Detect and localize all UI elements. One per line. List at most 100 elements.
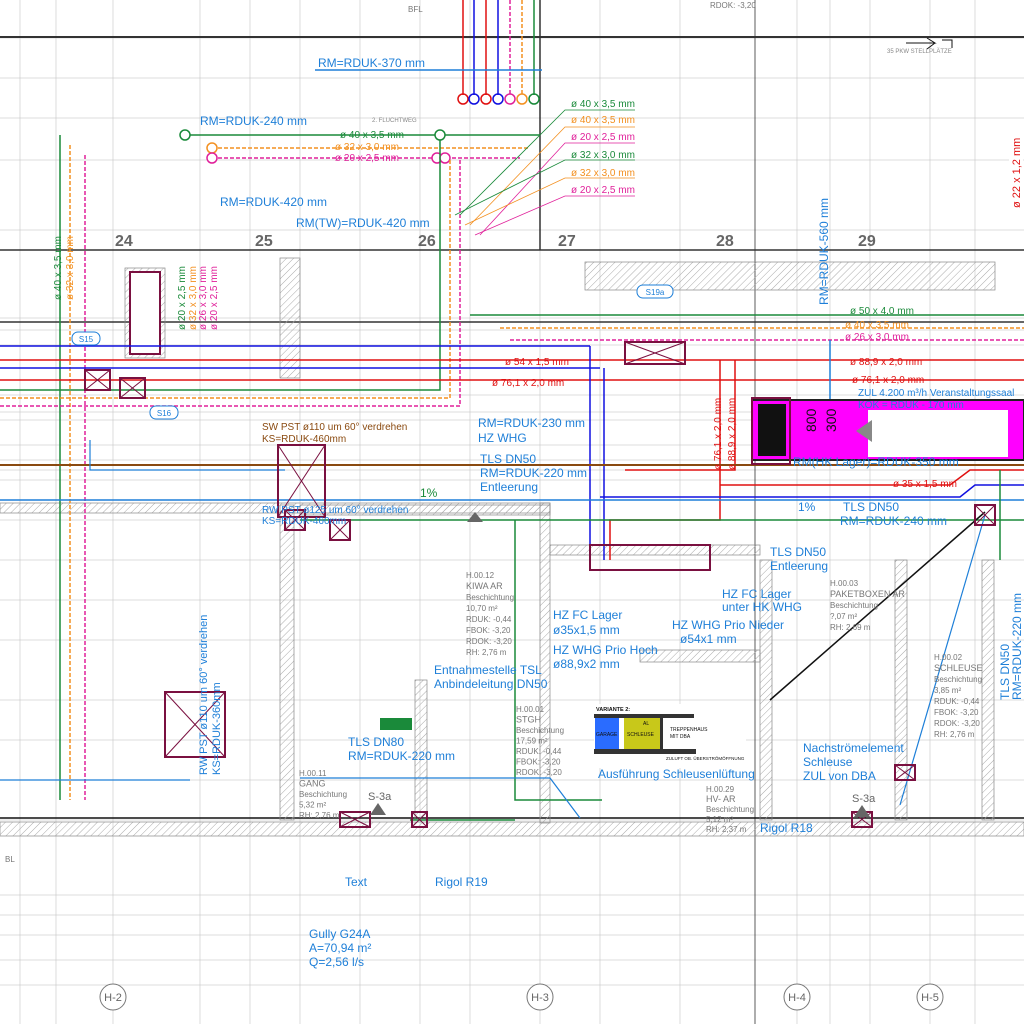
room-kiwa-line: 10,70 m² — [466, 604, 498, 613]
room-stgh-line: H.00.01 — [516, 705, 545, 714]
pipe — [720, 469, 1024, 486]
tsl-outlet — [380, 718, 412, 730]
section-marker-icon — [370, 803, 386, 815]
svg-text:S15: S15 — [79, 335, 94, 344]
axis-24: 24 — [115, 233, 133, 250]
label-r1: ø 40 x 3,5 mm — [571, 99, 635, 110]
riser-symbol — [504, 93, 516, 105]
duct-height: 300 — [823, 408, 839, 432]
label-rm240: RM=RDUK-240 mm — [200, 114, 307, 128]
shaft-x — [164, 691, 226, 758]
room-paket-line: PAKETBOXEN AR — [830, 589, 905, 599]
shaft-outline — [329, 519, 351, 541]
room-schleuse-line: SCHLEUSE — [934, 663, 983, 673]
svg-text:S19a: S19a — [646, 288, 665, 297]
label-h-green: ø 40 x 3,5 mm — [340, 130, 404, 141]
pipe — [454, 159, 635, 216]
wall — [279, 504, 295, 821]
wall — [894, 559, 908, 821]
shaft-cross — [284, 509, 306, 531]
pipe — [0, 160, 461, 407]
riser-symbol — [439, 152, 451, 164]
room-paket-line: H.00.03 — [830, 579, 859, 588]
pipe — [89, 440, 285, 471]
pipe — [459, 109, 635, 216]
shaft-cross — [974, 504, 996, 526]
room-stgh-line: Beschichtung — [516, 726, 564, 735]
duct-label-2: KOK = RDUK - 170 mm — [858, 400, 964, 411]
section-s3a-right: S-3a — [852, 793, 876, 805]
shaft-outline — [164, 691, 226, 758]
note-nachstroem-2: Schleuse — [803, 755, 853, 769]
pipe — [625, 360, 736, 471]
pipe — [600, 484, 1024, 498]
note-swpst-2: KS=RDUK-460mm — [262, 434, 346, 445]
label-h-orange: ø 32 x 3,0 mm — [335, 142, 399, 153]
room-kiwa-line: RDUK: -0,44 — [466, 615, 512, 624]
pipe — [300, 777, 581, 819]
note-nachstroem-1: Nachströmelement — [803, 741, 904, 755]
riser-symbol — [206, 142, 218, 154]
shaft-x — [119, 377, 146, 399]
room-stgh-line: STGH — [516, 715, 541, 725]
shaft-x — [277, 444, 326, 518]
note-rwpst125-2: KS=RDUK-460mm — [262, 516, 346, 527]
wall — [0, 821, 1024, 837]
svg-text:GARAGE: GARAGE — [596, 732, 618, 738]
note-tls1-2: RM=RDUK-220 mm — [480, 466, 587, 480]
parking-label: 35 PKW STELLPLÄTZE — [887, 48, 952, 55]
note-tls80-2: RM=RDUK-220 mm — [348, 749, 455, 763]
arrow-icon — [906, 37, 953, 50]
svg-text:TREPPENHAUS: TREPPENHAUS — [670, 727, 708, 733]
axis-h4: H-4 — [783, 983, 811, 1011]
note-hzfc1-1: HZ FC Lager — [722, 587, 791, 601]
label-r3: ø 20 x 2,5 mm — [571, 132, 635, 143]
room-stgh-line: 17,59 m² — [516, 737, 548, 746]
shaft-x — [284, 509, 306, 531]
shaft-outline — [84, 369, 111, 391]
badge-s16: S16 — [149, 405, 179, 420]
label-e1: ø 50 x 4,0 mm — [850, 306, 914, 317]
note-tls1-1: TLS DN50 — [480, 452, 536, 466]
note-tls1-3: Entleerung — [480, 480, 538, 494]
note-entnahme-1: Entnahmestelle TSL — [434, 663, 542, 677]
room-hv-line: 5,12 m² — [706, 815, 733, 824]
shaft-outline — [119, 377, 146, 399]
section-s3a-left: S-3a — [368, 791, 392, 803]
label-mv2: ø 32 x 3,0 mm — [188, 266, 199, 330]
wall — [584, 261, 996, 291]
shaft-cross — [411, 811, 428, 828]
label-rm420: RM=RDUK-420 mm — [220, 195, 327, 209]
svg-text:H-5: H-5 — [921, 992, 939, 1004]
shaft-outline — [894, 764, 916, 781]
room-kiwa-line: KIWA AR — [466, 581, 503, 591]
riser-symbol — [179, 129, 191, 141]
shaft-x — [339, 811, 371, 828]
room-gang-line: RH: 2,76 m — [299, 811, 340, 820]
svg-text:H-4: H-4 — [788, 992, 806, 1004]
pipe — [0, 140, 441, 391]
label-red761b: ø 76,1 x 2,0 mm — [852, 375, 924, 386]
room-schleuse-line: Beschichtung — [934, 675, 982, 684]
bfl-label: BFL — [408, 5, 423, 14]
note-priohoch-2: ø88,9x2 mm — [553, 657, 620, 671]
svg-text:AL: AL — [643, 721, 649, 727]
room-stgh-line: FBOK: -3,20 — [516, 758, 561, 767]
label-h-magenta: ø 20 x 2,5 mm — [335, 153, 399, 164]
svg-text:VARIANTE 2:: VARIANTE 2: — [596, 707, 630, 713]
riser-symbol — [206, 152, 218, 164]
room-kiwa-line: RH: 2,76 m — [466, 648, 507, 657]
note-rigol19: Rigol R19 — [435, 875, 488, 889]
shaft-cross — [164, 691, 226, 758]
pipe — [469, 126, 635, 226]
supply-air-duct[interactable]: 800 300 — [751, 397, 1024, 465]
room-gang-line: 5,32 m² — [299, 801, 326, 810]
note-prionieder-2: ø54x1 mm — [680, 632, 737, 646]
note-rwpst110-2: KS=RDUK-360mm — [211, 682, 223, 775]
label-r2: ø 40 x 3,5 mm — [571, 115, 635, 126]
shaft-cross — [329, 519, 351, 541]
label-lv1: ø 40 x 3,5 mm — [53, 236, 64, 300]
note-gully-3: Q=2,56 l/s — [309, 955, 364, 969]
